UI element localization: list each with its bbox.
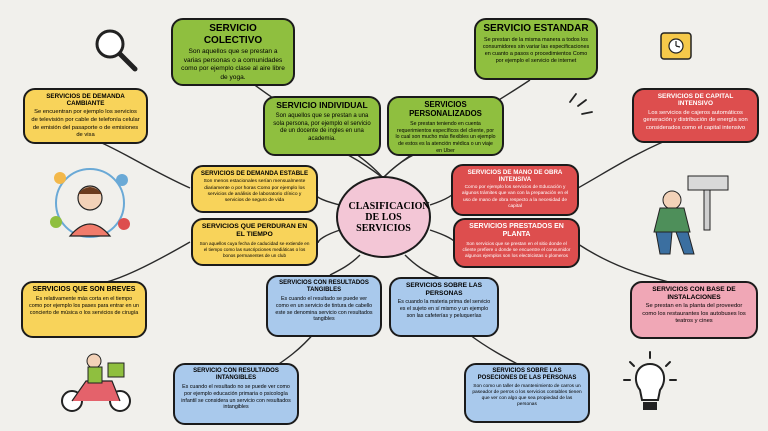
node-title: SERVICIOS PRESTADOS EN PLANTA — [469, 223, 564, 239]
node-text: Son menos estacionales serían mensualmen… — [203, 179, 306, 204]
node-text: Los servicios de cajeros automáticos gen… — [643, 109, 748, 131]
node-title: SERVICIOS DE MANO DE OBRA INTENSIVA — [467, 169, 563, 184]
node-title: SERVICIO ESTANDAR — [483, 23, 589, 34]
node-title: SERVICIOS DE DEMANDA CAMBIANTE — [46, 93, 125, 108]
node-text: Son servicios que se prestan en el sitio… — [462, 241, 571, 259]
node-servicio-colectivo: SERVICIO COLECTIVO Son aquellos que se p… — [171, 18, 295, 86]
node-demanda-cambiante: SERVICIOS DE DEMANDA CAMBIANTE Se encuen… — [23, 88, 148, 144]
node-text: Son aquellos que se prestan a una sola p… — [273, 112, 371, 143]
sparkle-icon — [569, 93, 593, 115]
node-base-instalaciones: SERVICIOS CON BASE DE INSTALACIONES Se p… — [630, 281, 758, 339]
node-capital-intensivo: SERVICIOS DE CAPITAL INTENSIVO Los servi… — [632, 88, 759, 143]
magnifier-icon — [95, 29, 138, 72]
node-text: Son como un taller de mantenimiento de c… — [472, 383, 582, 408]
node-text: Es cuando la materia prima del servicio … — [397, 299, 491, 319]
node-servicios-breves: SERVICIOS QUE SON BREVES Es relativament… — [21, 281, 147, 338]
node-servicio-individual: SERVICIO INDIVIDUAL Son aquellos que se … — [263, 96, 381, 156]
node-text: Son aquellos que se prestan a varias per… — [181, 48, 285, 81]
node-resultados-tangibles: SERVICIOS CON RESULTADOS TANGIBLES Es cu… — [266, 275, 382, 337]
plumber-icon — [653, 175, 729, 255]
node-text: Se prestan teniendo en cuenta requerimie… — [395, 120, 496, 154]
node-title: SERVICIOS SOBRE LAS PERSONAS — [405, 282, 483, 297]
node-title: SERVICIOS DE DEMANDA ESTABLE — [200, 170, 309, 177]
node-text: Es relativamente más corta en el tiempo … — [29, 296, 139, 317]
node-mano-obra-intensiva: SERVICIOS DE MANO DE OBRA INTENSIVA Como… — [451, 164, 579, 216]
node-title: SERVICIOS CON RESULTADOS TANGIBLES — [279, 280, 369, 293]
node-text: Se prestan de la misma manera a todos lo… — [482, 36, 590, 64]
central-title: CLASIFICACION DE LOS SERVICIOS — [348, 200, 430, 234]
node-title: SERVICIO INDIVIDUAL — [276, 100, 368, 110]
node-title: SERVICIOS QUE SON BREVES — [32, 286, 136, 293]
node-title: SERVICIOS PERSONALIZADOS — [409, 100, 482, 118]
node-title: SERVICIO COLECTIVO — [203, 23, 263, 46]
node-sobre-posesiones: SERVICIOS SOBRE LAS POSECIONES DE LAS PE… — [464, 363, 590, 423]
node-servicio-estandar: SERVICIO ESTANDAR Se prestan de la misma… — [474, 18, 598, 80]
node-resultados-intangibles: SERVICIO CON RESULTADOS INTANGIBLES Es c… — [173, 363, 299, 425]
node-text: Como por ejemplo los servicios de Educac… — [461, 185, 569, 209]
node-title: SERVICIOS CON BASE DE INSTALACIONES — [652, 286, 736, 301]
node-perduran-tiempo: SERVICIOS QUE PERDURAN EN EL TIEMPO Son … — [191, 218, 318, 266]
node-demanda-estable: SERVICIOS DE DEMANDA ESTABLE Son menos e… — [191, 165, 318, 213]
node-text: Se prestan en la planta del proveedor co… — [642, 303, 746, 325]
node-prestados-planta: SERVICIOS PRESTADOS EN PLANTA Son servic… — [453, 218, 580, 268]
node-title: SERVICIOS SOBRE LAS POSECIONES DE LAS PE… — [477, 368, 577, 381]
network-person-icon — [50, 168, 130, 238]
central-topic: CLASIFICACION DE LOS SERVICIOS — [336, 176, 431, 258]
node-text: Son aquellos cuya fecha de caducidad se … — [199, 240, 310, 258]
node-title: SERVICIOS DE CAPITAL INTENSIVO — [657, 93, 734, 108]
node-title: SERVICIO CON RESULTADOS INTANGIBLES — [193, 368, 279, 381]
node-sobre-personas: SERVICIOS SOBRE LAS PERSONAS Es cuando l… — [389, 277, 499, 337]
node-text: Es cuando el resultado no se puede ver c… — [181, 383, 291, 411]
clock-icon — [660, 32, 692, 60]
node-text: Es cuando el resultado se puede ver como… — [275, 295, 373, 323]
node-text: Se encuentran por ejemplo los servicios … — [31, 109, 140, 139]
node-servicios-personalizados: SERVICIOS PERSONALIZADOS Se prestan teni… — [387, 96, 504, 156]
node-title: SERVICIOS QUE PERDURAN EN EL TIEMPO — [201, 223, 308, 238]
motorbike-icon — [61, 353, 131, 412]
lightbulb-icon — [623, 351, 677, 410]
